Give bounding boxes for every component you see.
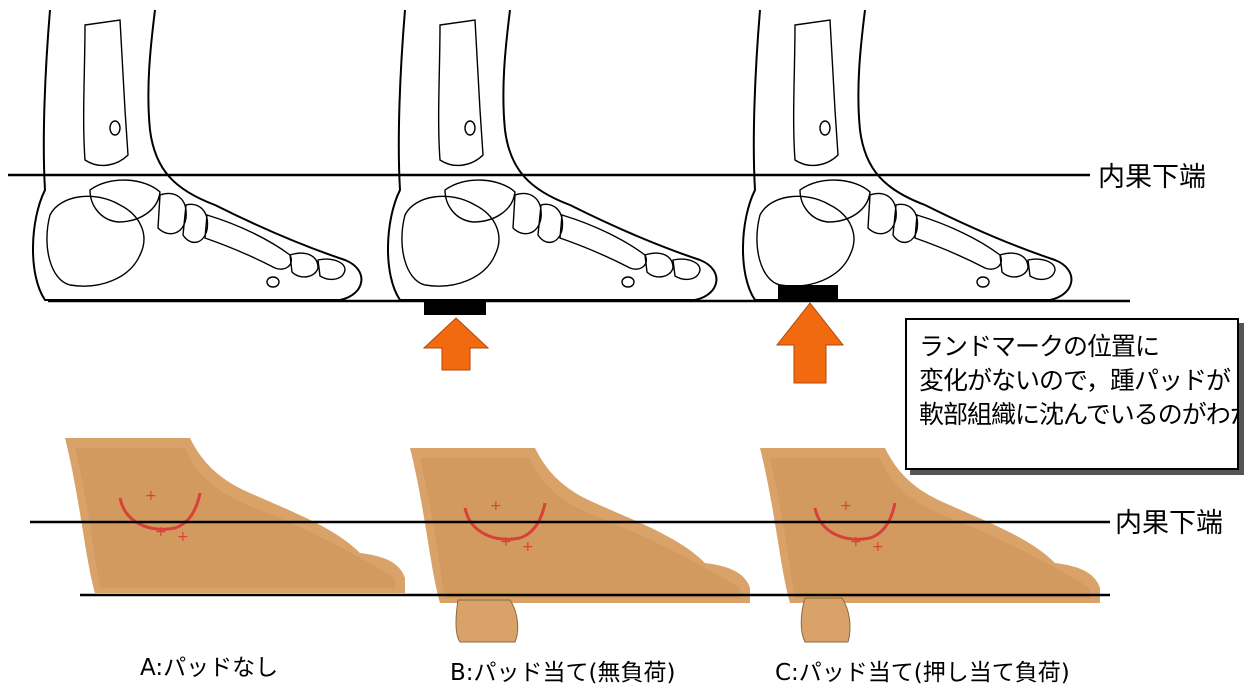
foot-skeleton-a [33,10,361,300]
arrow-c [777,303,843,383]
foot-skeleton-c [743,10,1071,300]
annotation-line-2: 変化がないので，踵パッドが [919,364,1227,398]
finger-b [456,600,518,642]
bottom-line-label: 内果下端 [1115,508,1223,539]
annotation-line-1: ランドマークの位置に [919,330,1227,364]
annotation-line-3: 軟部組織に沈んでいるのがわかる. [919,398,1227,432]
foot-photo-c [760,448,1100,603]
foot-photo-a [65,438,405,593]
foot-skeleton-b [388,10,716,300]
arrow-b [424,318,488,370]
caption-c: C:パッド当て(押し当て負荷) [775,660,1070,686]
foot-photo-b [410,448,750,603]
finger-c [801,598,850,642]
pad-b [424,302,486,315]
top-line-label: 内果下端 [1098,162,1206,193]
pad-c [778,285,838,301]
annotation-box: ランドマークの位置に 変化がないので，踵パッドが 軟部組織に沈んでいるのがわかる… [905,318,1239,470]
caption-b: B:パッド当て(無負荷) [450,660,675,686]
caption-a: A:パッドなし [140,655,278,681]
